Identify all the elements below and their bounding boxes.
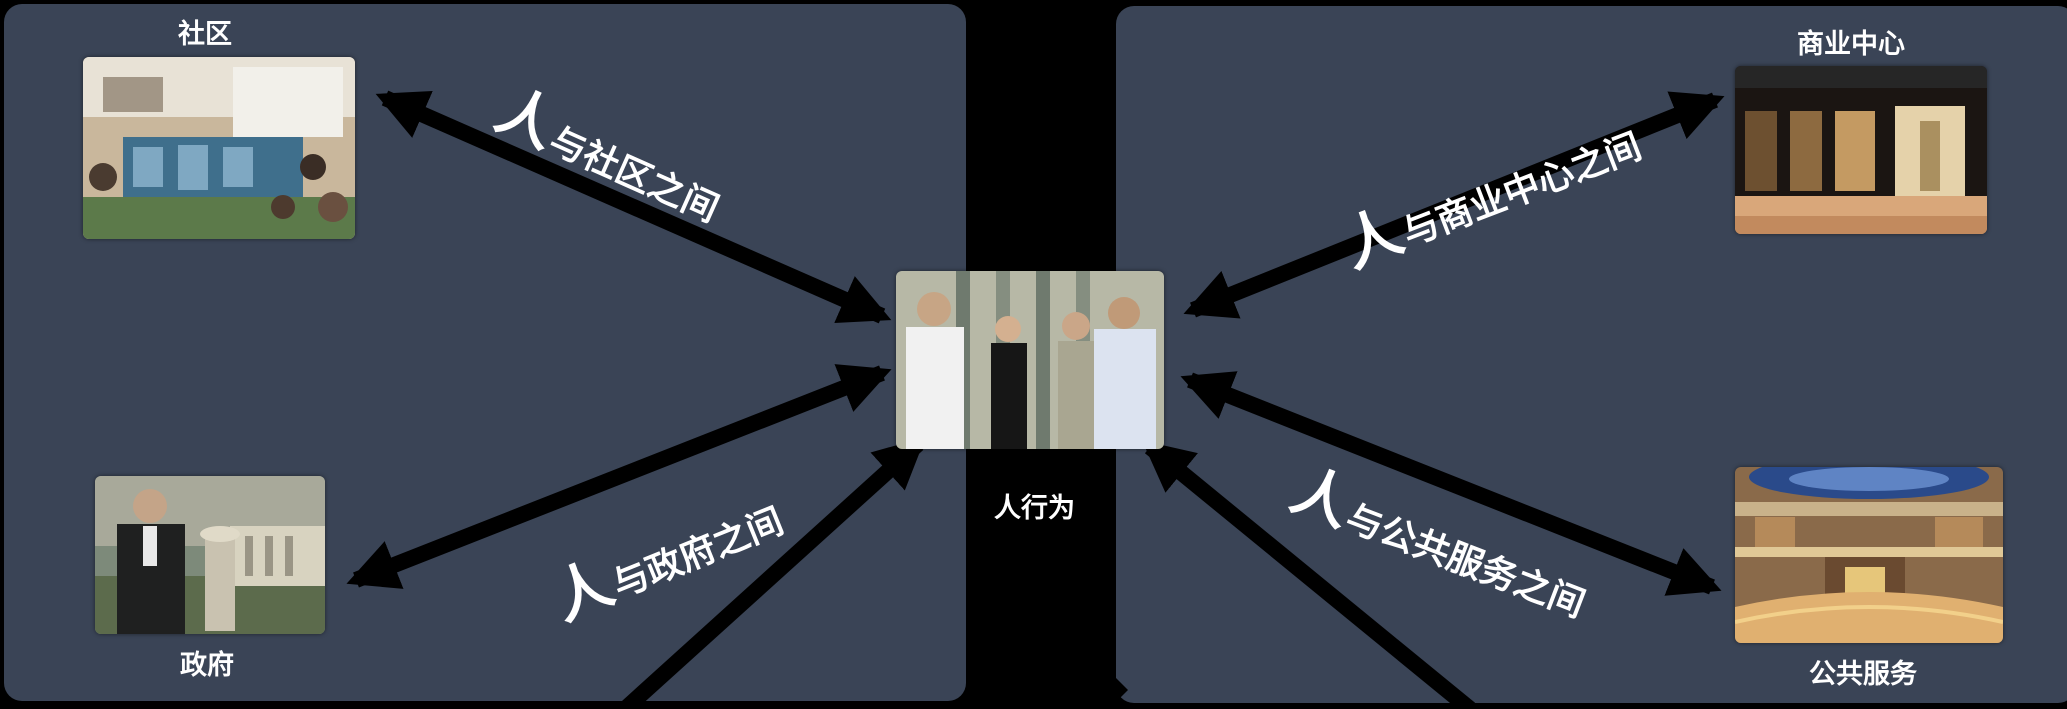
center-label: 人行为 <box>994 493 1075 524</box>
commercial-label: 商业中心 <box>1797 29 1905 60</box>
government-photo <box>95 476 325 634</box>
public-service-photo <box>1735 467 2003 643</box>
community-photo <box>83 57 355 239</box>
community-label: 社区 <box>178 19 232 50</box>
public-service-label: 公共服务 <box>1809 659 1917 690</box>
people-photo <box>896 271 1164 449</box>
commercial-photo <box>1735 66 1987 234</box>
government-label: 政府 <box>180 650 234 681</box>
